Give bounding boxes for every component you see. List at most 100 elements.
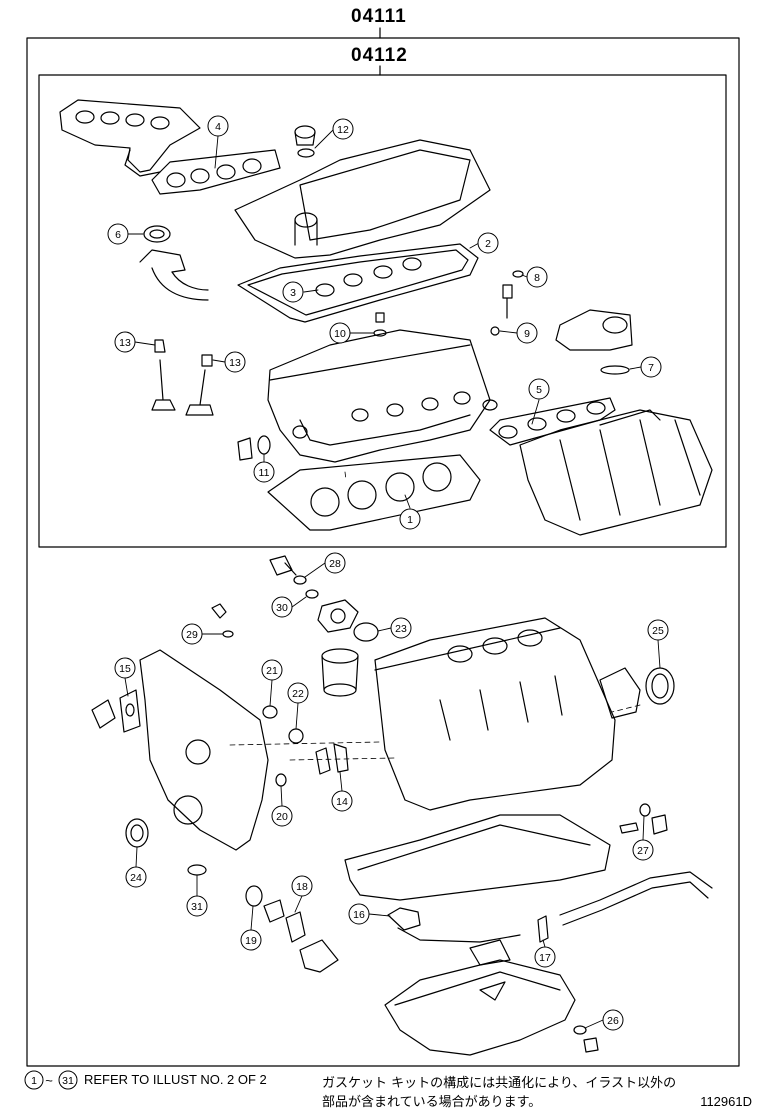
svg-text:9: 9 <box>524 328 530 340</box>
jp-note-line1: ガスケット キットの構成には共通化により、イラスト以外の <box>322 1076 677 1091</box>
bolt-28 <box>269 555 297 576</box>
callout-20: 20 <box>271 805 293 827</box>
callout-24: 24 <box>125 866 147 888</box>
callout-11: 11 <box>253 461 275 483</box>
svg-text:15: 15 <box>119 663 131 675</box>
svg-text:8: 8 <box>534 272 540 284</box>
callout-8: 8 <box>526 266 548 288</box>
svg-text:11: 11 <box>259 467 270 479</box>
svg-text:3: 3 <box>290 287 296 299</box>
figure-id: 112961D <box>700 1094 752 1109</box>
outer-kit-code: 04111 <box>351 6 407 27</box>
jp-note-line2: 部品が含まれている場合があります。 <box>322 1095 542 1110</box>
o-ring-31 <box>187 864 207 876</box>
callout-2: 2 <box>477 232 499 254</box>
callout-4: 4 <box>207 115 229 137</box>
o-ring-30 <box>305 589 319 599</box>
svg-text:1: 1 <box>31 1075 37 1087</box>
oil-seal-6 <box>143 225 171 243</box>
svg-text:28: 28 <box>329 558 341 570</box>
svg-text:6: 6 <box>115 229 121 241</box>
svg-text:22: 22 <box>292 688 304 700</box>
svg-text:2: 2 <box>485 238 491 250</box>
footer-range-end: 31 <box>58 1070 78 1090</box>
callout-3: 3 <box>282 281 304 303</box>
svg-text:13: 13 <box>119 337 131 349</box>
callout-28: 28 <box>324 552 346 574</box>
oil-filter <box>321 648 359 697</box>
seal-19 <box>245 885 263 907</box>
svg-text:16: 16 <box>353 909 365 921</box>
valve-cover-gasket <box>237 243 479 323</box>
callouts: 1 2 3 4 5 6 7 8 9 10 11 12 13 13 14 15 1… <box>107 115 669 1031</box>
valve-cover <box>234 139 491 259</box>
crank-front-seal <box>125 818 149 848</box>
svg-text:4: 4 <box>215 121 221 133</box>
callout-1: 1 <box>399 508 421 530</box>
bracket-15 <box>91 689 141 733</box>
callout-27: 27 <box>632 839 654 861</box>
svg-text:19: 19 <box>245 935 257 947</box>
svg-text:27: 27 <box>637 845 649 857</box>
callout-21: 21 <box>261 659 283 681</box>
inner-kit-frame <box>38 74 727 548</box>
oil-pan-lower <box>384 959 576 1056</box>
intake-manifold-gasket <box>489 397 616 446</box>
alignment-dashes <box>229 471 641 761</box>
callout-29: 29 <box>181 623 203 645</box>
svg-text:20: 20 <box>276 811 288 823</box>
callout-22: 22 <box>287 682 309 704</box>
sensor-29 <box>211 603 227 619</box>
callout-16: 16 <box>348 903 370 925</box>
svg-text:7: 7 <box>648 362 654 374</box>
svg-text:13: 13 <box>229 357 241 369</box>
svg-text:21: 21 <box>266 665 278 677</box>
o-ring-28 <box>293 575 307 585</box>
o-ring-21 <box>262 705 278 719</box>
callout-30: 30 <box>271 596 293 618</box>
svg-text:26: 26 <box>607 1015 619 1027</box>
callout-26: 26 <box>602 1009 624 1031</box>
cylinder-head-gasket <box>267 454 481 531</box>
callout-9: 9 <box>516 322 538 344</box>
svg-text:1: 1 <box>407 514 413 526</box>
callout-6: 6 <box>107 223 129 245</box>
svg-text:10: 10 <box>334 328 346 340</box>
intake-manifold <box>519 409 713 536</box>
callout-12: 12 <box>332 118 354 140</box>
footer-range: 1 ~ 31 <box>24 1070 78 1090</box>
refer-note: REFER TO ILLUST NO. 2 OF 2 <box>84 1072 267 1087</box>
callout-15: 15 <box>114 657 136 679</box>
svg-text:24: 24 <box>130 872 142 884</box>
thermostat-18 <box>263 899 339 973</box>
svg-text:12: 12 <box>337 124 349 136</box>
exhaust-manifold <box>59 99 201 177</box>
callout-7: 7 <box>640 356 662 378</box>
leader-lines <box>124 128 661 1029</box>
svg-text:29: 29 <box>186 629 198 641</box>
timing-chain-cover <box>139 649 269 851</box>
water-outlet <box>555 309 633 375</box>
gasket-17 <box>537 915 549 943</box>
o-ring-23 <box>353 622 379 642</box>
drain-plug-26 <box>573 1025 599 1053</box>
svg-text:25: 25 <box>652 625 664 637</box>
water-pipe <box>139 249 209 301</box>
callout-25: 25 <box>647 619 669 641</box>
gasket-14 <box>315 743 349 775</box>
outer-kit-frame <box>26 37 740 1067</box>
callout-10: 10 <box>329 322 351 344</box>
callout-23: 23 <box>390 617 412 639</box>
svg-text:14: 14 <box>336 796 348 808</box>
dipstick-guide <box>559 871 713 926</box>
callout-14: 14 <box>331 790 353 812</box>
footer-range-separator: ~ <box>45 1073 53 1088</box>
svg-text:18: 18 <box>296 881 308 893</box>
svg-text:30: 30 <box>276 602 288 614</box>
oil-pan-upper <box>344 814 611 901</box>
bolt-27 <box>619 803 668 835</box>
svg-text:31: 31 <box>62 1075 74 1087</box>
oil-strainer <box>387 907 521 966</box>
svg-text:17: 17 <box>539 952 551 964</box>
